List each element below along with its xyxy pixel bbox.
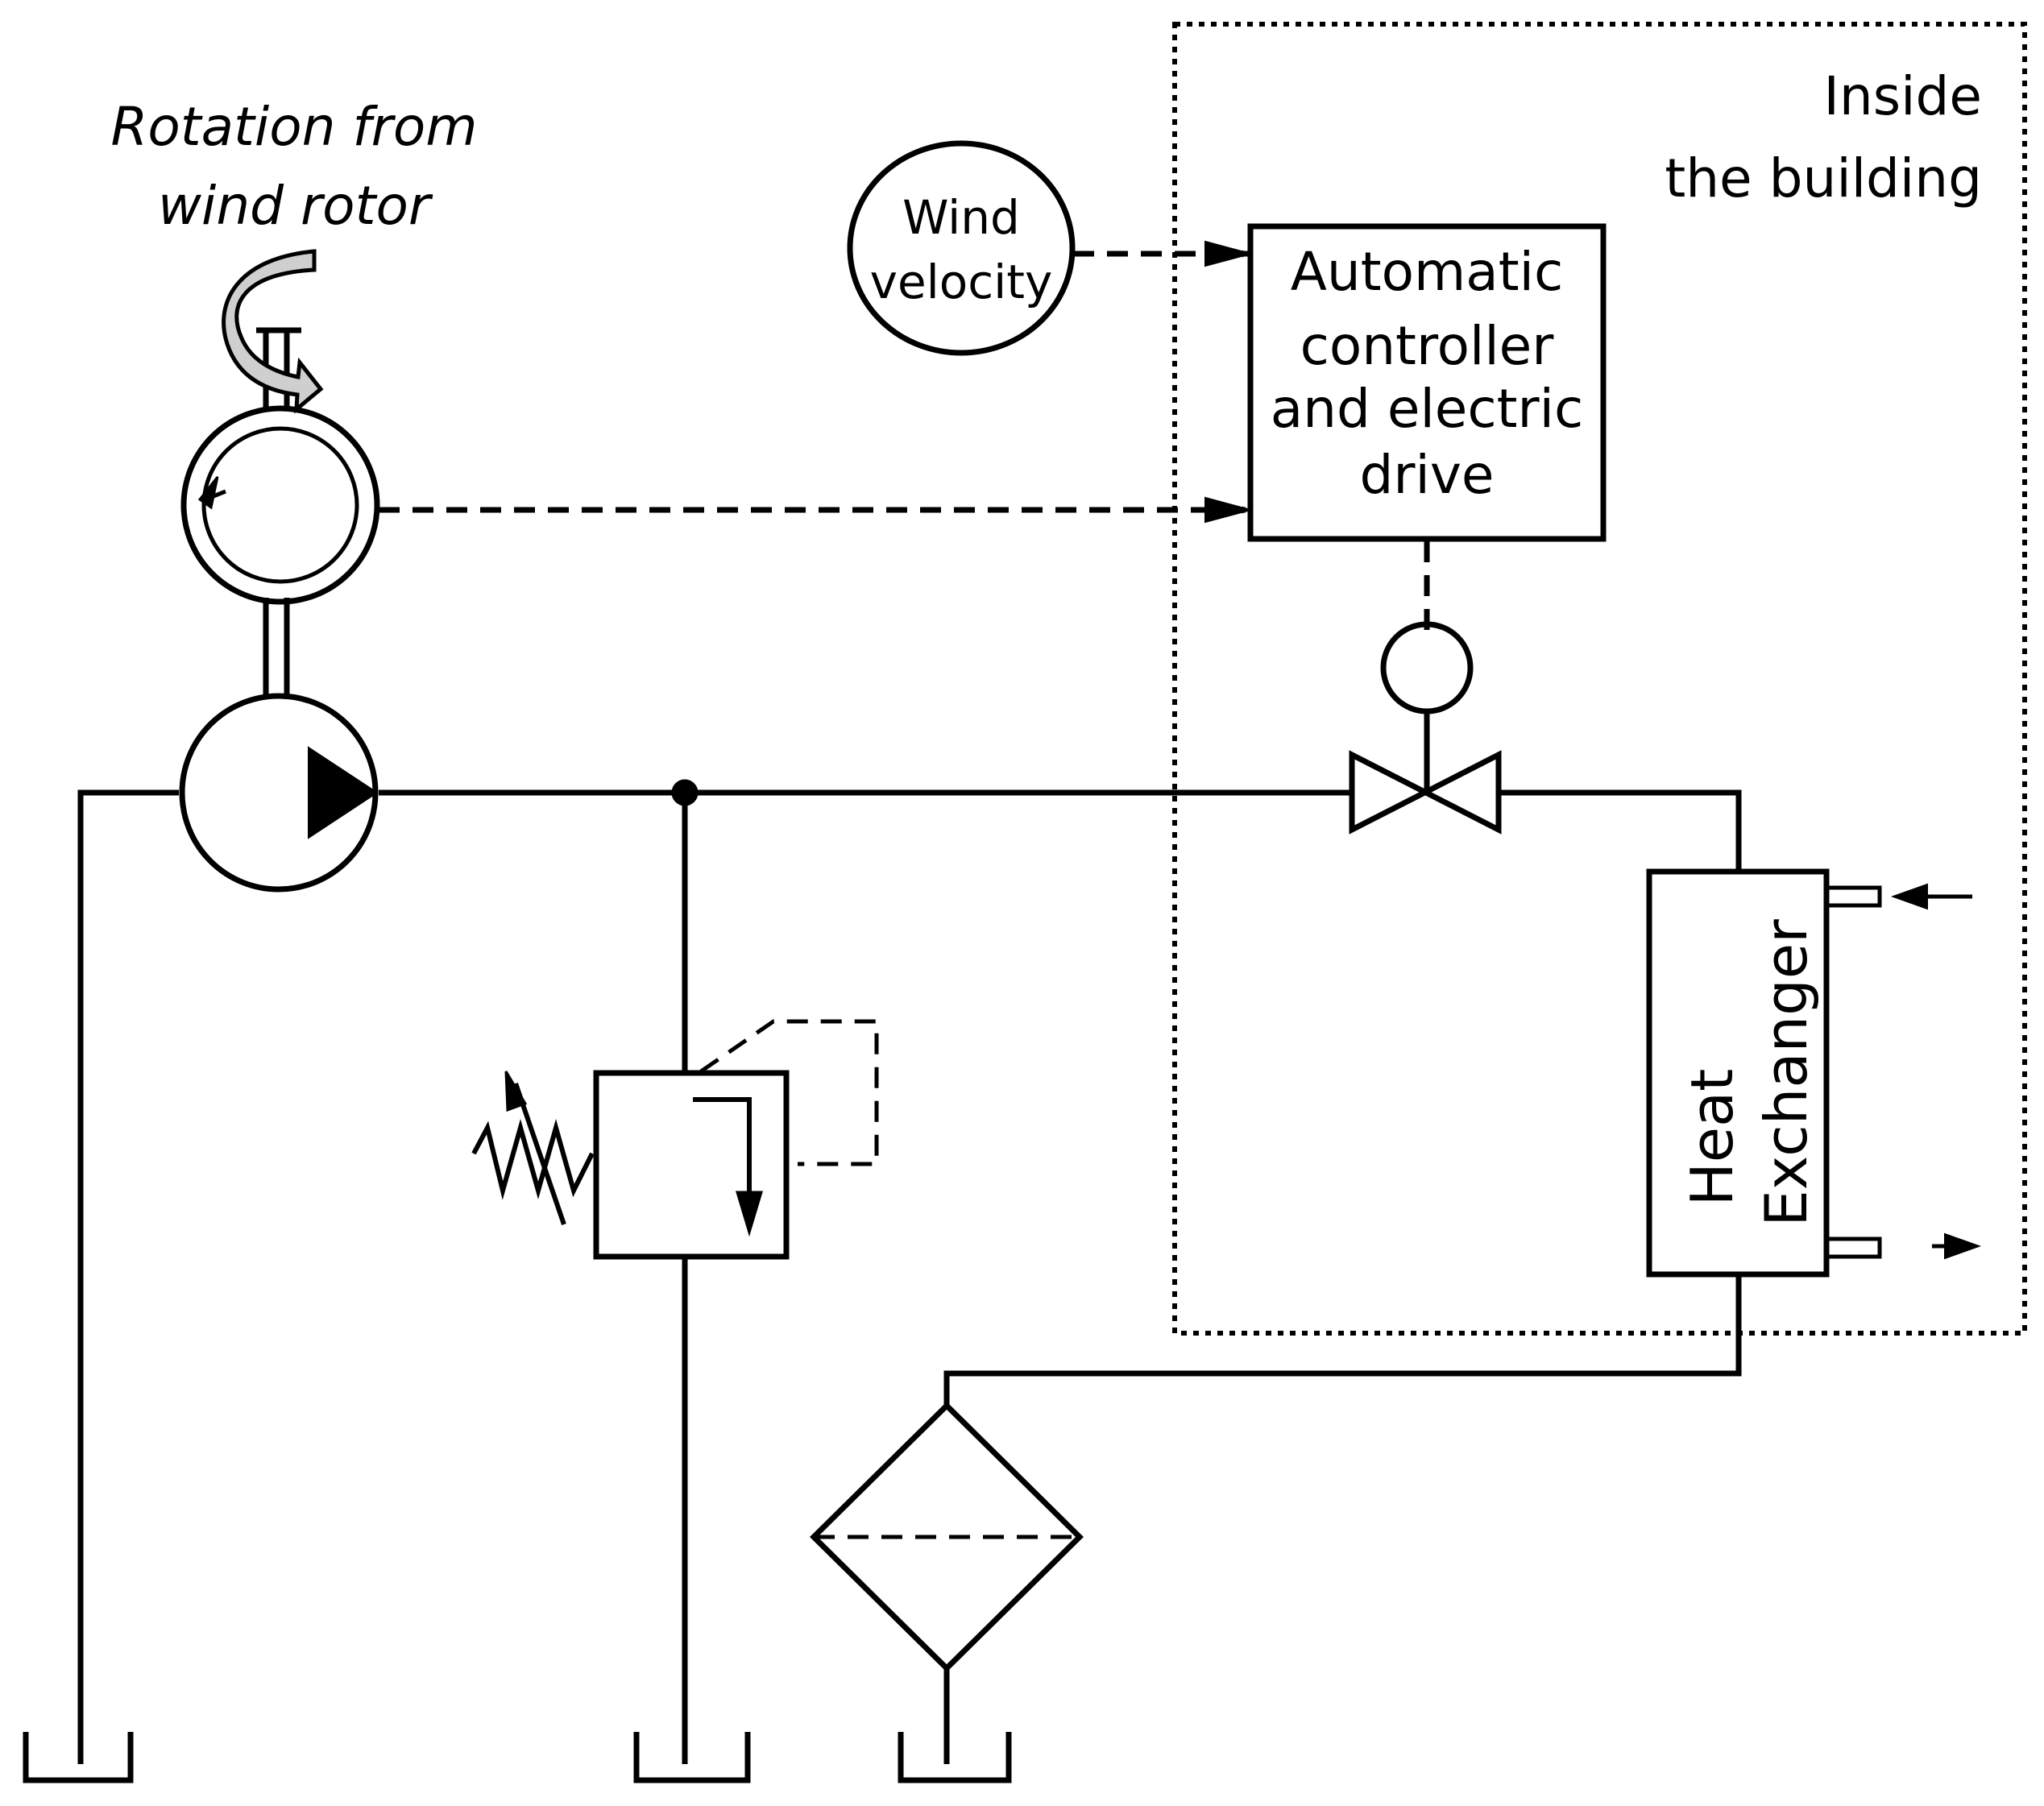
wind-velocity-label-line2: velocity	[870, 255, 1053, 309]
signal-arrow-icon	[1204, 240, 1254, 267]
hydraulic-motor-icon	[180, 405, 380, 605]
controller-label-line2: controller	[1300, 315, 1555, 377]
tank-icon	[898, 1732, 1012, 1783]
filter-icon	[810, 1402, 1084, 1672]
signal-arrow-icon	[1204, 496, 1254, 524]
controller-label-line4: drive	[1359, 444, 1494, 506]
heat-exchanger-label-line2: Exchanger	[1752, 919, 1820, 1227]
rotation-label-line2: wind rotor	[158, 175, 433, 237]
controller-label-line3: and electric	[1271, 378, 1584, 440]
controller-box	[1247, 223, 1607, 542]
relief-valve-icon	[593, 1019, 879, 1260]
tank-icon	[633, 1732, 751, 1783]
building-boundary	[1172, 22, 2027, 1336]
wind-velocity-sensor	[847, 140, 1076, 356]
valve-actuator-icon	[1380, 621, 1474, 715]
spring-icon	[471, 1071, 595, 1225]
controller-label-line1: Automatic	[1291, 241, 1563, 303]
pipes	[77, 327, 1742, 1764]
junction-dot	[671, 779, 699, 806]
inside-building-label-line2: the building	[1665, 147, 1982, 209]
wind-velocity-label-line1: Wind	[902, 190, 1020, 245]
tank-icon	[23, 1732, 134, 1783]
rotation-arrow-icon	[222, 249, 324, 414]
heat-exchanger	[1646, 868, 1981, 1278]
control-valve-icon	[1349, 750, 1502, 835]
inside-building-label-line1: Inside	[1823, 65, 1982, 127]
rotation-label-line1: Rotation from	[110, 96, 477, 158]
signal-lines	[379, 250, 1430, 632]
heat-exchanger-label-line1: Heat	[1678, 1069, 1746, 1207]
hydraulic-pump-icon	[179, 693, 379, 893]
